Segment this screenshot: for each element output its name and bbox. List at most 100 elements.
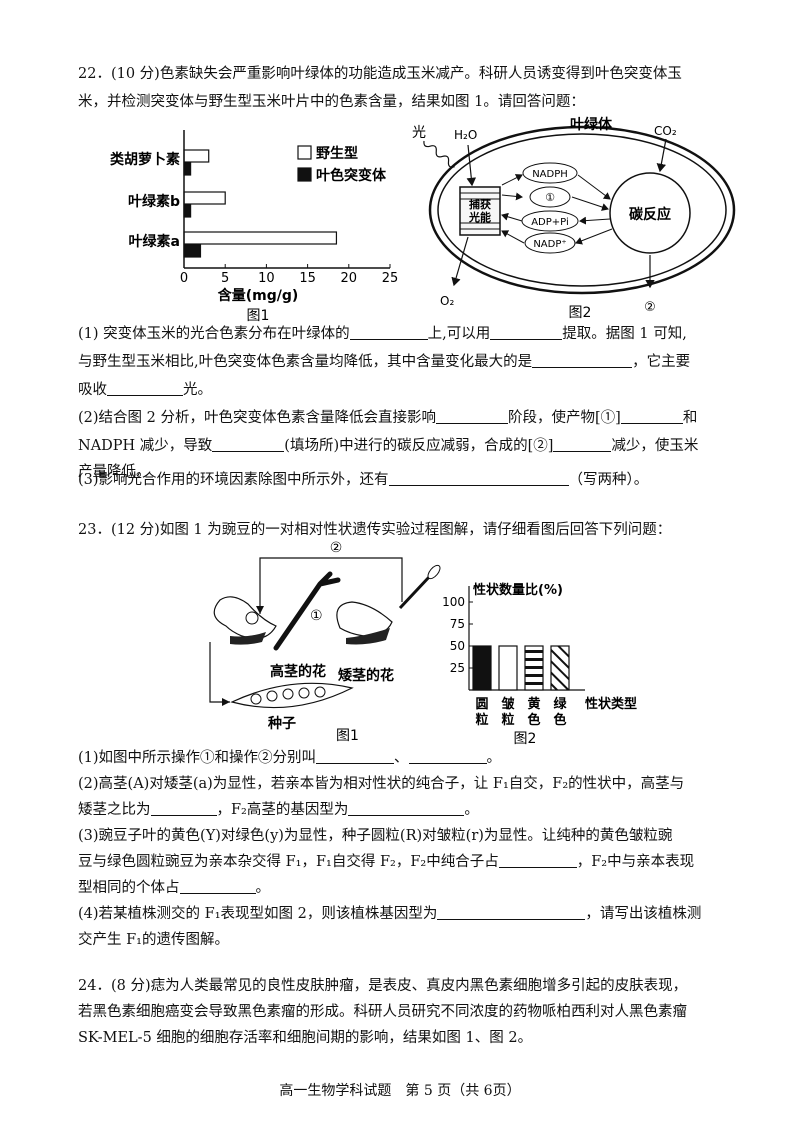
- arrow-from-adp: [501, 212, 523, 222]
- fig1-category-label: 叶绿素b: [128, 193, 180, 210]
- brush-icon: [398, 574, 432, 610]
- fig4-bar: [524, 645, 544, 691]
- o2-label: O₂: [440, 294, 454, 308]
- fig4-category-char-1: 皱: [500, 696, 514, 712]
- capture-light-label-1: 捕获: [469, 197, 491, 211]
- q24-line3: SK-MEL-5 细胞的细胞存活率和细胞间期的影响，结果如图 1、图 2。: [78, 1030, 533, 1046]
- seed-label: 种子: [267, 715, 296, 732]
- legend-swatch-mutant: [297, 167, 312, 182]
- q22-part2-line2: NADPH 减少，导致(填场所)中进行的碳反应减弱，合成的[②]减少，使玉米: [78, 436, 698, 456]
- answer-blank-q22-2c[interactable]: [212, 437, 285, 452]
- fig1-bar-mutant: [183, 162, 192, 176]
- fig3-caption: 图1: [336, 728, 359, 744]
- answer-blank-q23-1b[interactable]: [408, 749, 487, 764]
- fig4-bar: [498, 645, 518, 691]
- fig1-x-tick-label: 5: [221, 271, 229, 286]
- answer-blank-q23-3a[interactable]: [498, 853, 577, 868]
- arrow-nadph-to-cycle: [577, 174, 611, 200]
- short-flower-label: 矮茎的花: [338, 667, 394, 684]
- q22-part1-line3: 吸收光。: [78, 380, 212, 400]
- q22-p2-text-d: NADPH 减少，导致: [78, 438, 213, 454]
- q22-intro-line2: 米，并检测突变体与野生型玉米叶片中的色素含量，结果如图 1。请回答问题：: [78, 94, 585, 110]
- carbon-reaction-label: 碳反应: [629, 206, 671, 223]
- fig4-caption: 图2: [514, 731, 537, 747]
- fig1-x-tick-label: 20: [341, 271, 358, 286]
- fig1-x-tick-label: 0: [180, 271, 188, 286]
- answer-blank-q22-3[interactable]: [388, 471, 569, 486]
- q23-p4-text-a: (4)若某植株测交的 F₁表现型如图 2，则该植株基因型为: [78, 906, 438, 922]
- figure-pea-cross-diagram: ② ① 高茎的花 矮茎的花 种子 图1: [209, 540, 441, 744]
- q24-line2: 若黑色素细胞癌变会导致黑色素瘤的形成。科研人员研究不同浓度的药物哌柏西利对人黑色…: [78, 1004, 687, 1020]
- adp-label: ADP+Pi: [531, 217, 569, 228]
- arrow-from-nadp: [501, 230, 525, 244]
- fig4-category-char-1: 黄: [527, 696, 540, 712]
- q23-p3-text-c: ，F₂中与亲本表现: [576, 854, 695, 870]
- fig4-y-title: 性状数量比(%): [473, 582, 563, 598]
- q23-p2-text-d: 。: [464, 802, 479, 818]
- answer-blank-q23-2b[interactable]: [348, 801, 465, 816]
- q23-part3-line1: (3)豌豆子叶的黄色(Y)对绿色(y)为显性，种子圆粒(R)对皱粒(r)为显性。…: [78, 828, 673, 844]
- product-2-label: ②: [644, 300, 656, 315]
- arrow-to-product1: [501, 192, 523, 201]
- q23-intro: 23．(12 分)如图 1 为豌豆的一对相对性状遗传实验过程图解，请仔细看图后回…: [78, 522, 672, 538]
- answer-blank-q22-2a[interactable]: [435, 409, 508, 424]
- answer-blank-q23-2a[interactable]: [150, 801, 217, 816]
- q22-p1-text-b: 上,可以用: [427, 326, 491, 342]
- fig1-bar-mutant: [183, 204, 192, 218]
- stem-branch-icon: [273, 571, 341, 651]
- legend-swatch-wild: [297, 145, 312, 160]
- chloroplast-label: 叶绿体: [570, 116, 613, 133]
- q23-part2-line2: 矮茎之比为，F₂高茎的基因型为。: [78, 800, 479, 820]
- q22-p3-text-a: (3)影响光合作用的环境因素除图中所示外，还有: [78, 472, 389, 488]
- seed-arrow: [209, 642, 230, 703]
- fig1-x-tick-label: 10: [258, 271, 275, 286]
- q22-p1-text-a: (1) 突变体玉米的光合色素分布在叶绿体的: [78, 326, 350, 342]
- fig4-bar: [472, 645, 492, 691]
- answer-blank-q23-3b[interactable]: [179, 879, 256, 894]
- answer-blank-q22-1a[interactable]: [349, 325, 428, 340]
- q22-part1-line2: 与野生型玉米相比,叶色突变体色素含量均降低，其中含量变化最大的是，它主要: [78, 352, 690, 372]
- fig1-bar-wild: [183, 231, 338, 245]
- answer-blank-q22-1c[interactable]: [532, 353, 633, 368]
- answer-blank-q22-2d[interactable]: [553, 437, 612, 452]
- fig4-category-char-2: 粒: [501, 712, 514, 728]
- q23-p2-text-c: ，F₂高茎的基因型为: [216, 802, 349, 818]
- q23-p3-text-e: 。: [255, 880, 271, 896]
- fig1-x-label: 含量(mg/g): [218, 287, 299, 304]
- fig4-y-tick-label: 25: [450, 661, 465, 675]
- answer-blank-q22-1d[interactable]: [107, 381, 183, 396]
- answer-blank-q23-1a[interactable]: [316, 749, 395, 764]
- fig4-category-char-1: 圆: [475, 697, 488, 712]
- fig1-x-tick-label: 25: [382, 271, 399, 286]
- fig1-bar-wild: [183, 191, 226, 205]
- q22-part3: (3)影响光合作用的环境因素除图中所示外，还有（写两种）。: [78, 470, 648, 490]
- answer-blank-q22-2b[interactable]: [620, 409, 683, 424]
- fig1-x-tick-label: 15: [299, 271, 316, 286]
- q23-part3-line2: 豆与绿色圆粒豌豆为亲本杂交得 F₁，F₁自交得 F₂，F₂中纯合子占，F₂中与亲…: [78, 852, 694, 872]
- fig1-category-label: 叶绿素a: [129, 233, 180, 250]
- q22-p1-text-f: 吸收: [78, 382, 107, 398]
- q22-part2-line3: 产量降低。: [78, 464, 151, 480]
- carbon-reaction-cycle: [609, 172, 691, 254]
- pea-pod-icon: [230, 682, 354, 709]
- nadph-oval: [522, 162, 578, 184]
- fig4-category-char-2: 粒: [475, 712, 488, 728]
- q23-p1-text-c: 。: [486, 750, 502, 766]
- legend-label-wild: 野生型: [316, 145, 358, 162]
- short-flower-icon: [336, 601, 393, 645]
- answer-blank-q22-1b[interactable]: [490, 325, 563, 340]
- light-wave-icon: [423, 140, 455, 168]
- q22-intro-line1: 22．(10 分)色素缺失会严重影响叶绿体的功能造成玉米减产。科研人员诱变得到叶…: [78, 66, 682, 82]
- q22-p2-text-a: (2)结合图 2 分析，叶色突变体色素含量降低会直接影响: [78, 410, 436, 426]
- q22-p2-text-f: 减少，使玉米: [611, 438, 699, 454]
- chloroplast-inner-membrane: [437, 133, 727, 287]
- operation-2-arrowhead: [256, 606, 264, 614]
- fig1-legend: 野生型 叶色突变体: [297, 145, 387, 184]
- page-footer: 高一生物学科试题 第 5 页（共 6页）: [279, 1083, 521, 1099]
- h2o-label: H₂O: [454, 128, 477, 142]
- fig4-category-char-1: 绿: [553, 696, 567, 712]
- answer-blank-q23-4[interactable]: [437, 905, 586, 920]
- nadp-label: NADP⁺: [533, 239, 566, 250]
